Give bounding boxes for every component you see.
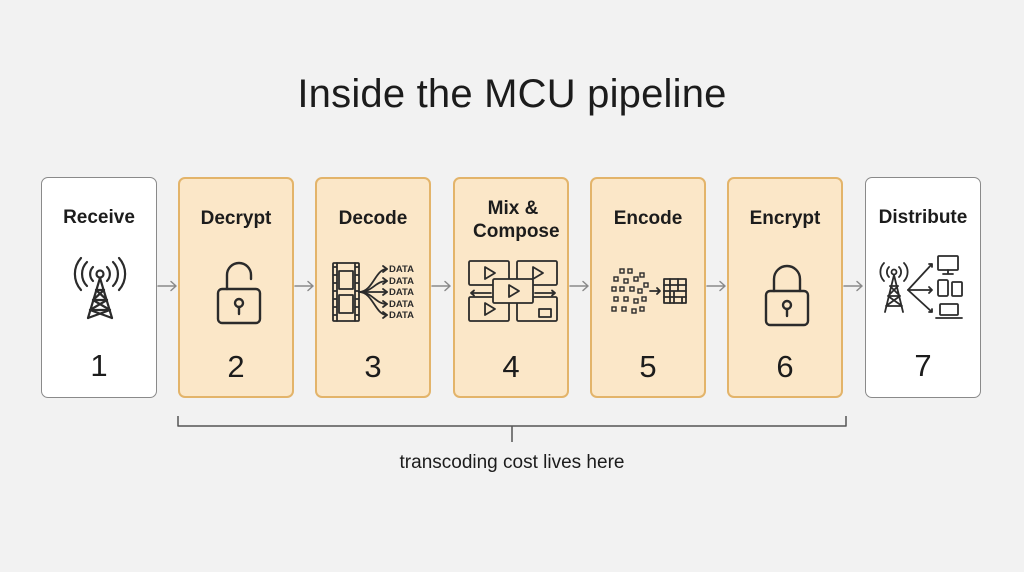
data-label: DATA — [389, 276, 414, 287]
data-label: DATA — [389, 299, 414, 310]
stage-number: 1 — [90, 348, 108, 383]
locked-padlock-icon — [764, 264, 810, 327]
stage-number: 2 — [227, 349, 245, 384]
bracket-caption: transcoding cost lives here — [399, 452, 625, 473]
stage-number: 6 — [776, 349, 794, 384]
flow-arrow — [294, 280, 314, 292]
stage-label: Receive — [63, 207, 135, 228]
stage-label: Decrypt — [200, 208, 272, 229]
stage-label: Decode — [338, 208, 408, 229]
broadcast-devices-icon — [879, 255, 963, 319]
stage-encode: Encode 5 — [590, 177, 706, 398]
flow-arrow — [157, 280, 177, 292]
film-to-data-icon: DATA DATA DATA DATA DATA — [332, 262, 414, 322]
flow-arrow — [569, 280, 589, 292]
video-mixing-icon — [468, 260, 558, 322]
stage-mix-compose: Mix & Compose 4 — [453, 177, 569, 398]
stage-encrypt: Encrypt 6 — [727, 177, 843, 398]
stage-label: Distribute — [878, 207, 968, 228]
stage-decode: Decode DATA DATA DATA DATA DATA 3 — [315, 177, 431, 398]
data-label: DATA — [389, 264, 414, 275]
stage-decrypt: Decrypt 2 — [178, 177, 294, 398]
stage-number: 3 — [364, 349, 382, 384]
stage-number: 7 — [914, 348, 932, 383]
pixel-compress-icon — [611, 268, 687, 314]
stage-number: 4 — [502, 349, 520, 384]
stage-label: Encode — [613, 208, 683, 229]
antenna-tower-icon — [73, 256, 127, 320]
stage-label: Mix & Compose — [473, 198, 560, 242]
flow-arrow — [706, 280, 726, 292]
diagram-title: Inside the MCU pipeline — [297, 72, 727, 116]
stage-distribute: Distribute 7 — [865, 177, 981, 398]
stage-label: Encrypt — [749, 208, 821, 229]
flow-arrow — [431, 280, 451, 292]
unlocked-padlock-icon — [216, 261, 262, 325]
stage-receive: Receive 1 — [41, 177, 157, 398]
data-label: DATA — [389, 287, 414, 298]
stage-number: 5 — [639, 349, 657, 384]
flow-arrow — [843, 280, 863, 292]
data-label: DATA — [389, 310, 414, 321]
transcoding-bracket — [177, 416, 847, 442]
